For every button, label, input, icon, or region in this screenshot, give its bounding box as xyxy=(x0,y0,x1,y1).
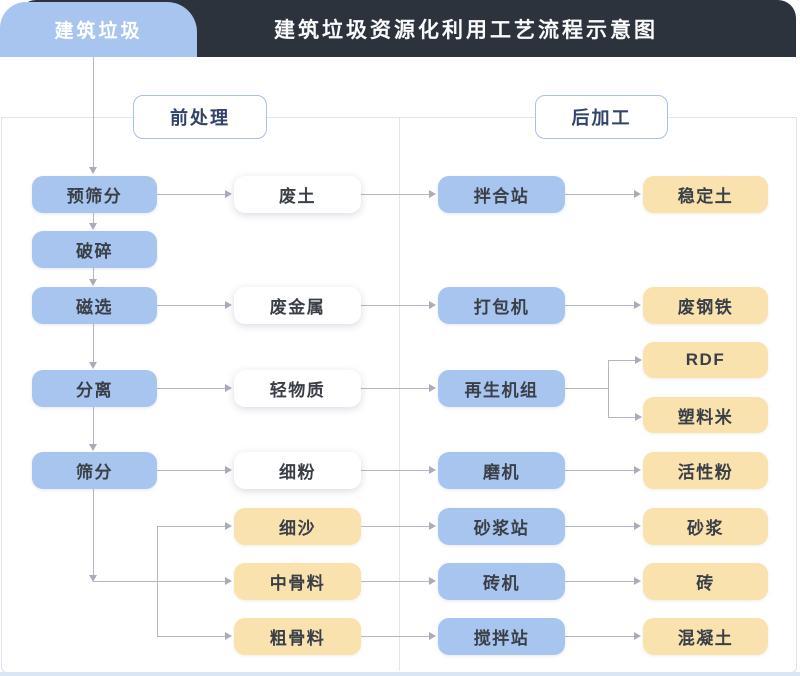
arrowhead-right-icon xyxy=(429,383,436,392)
flow-connector xyxy=(156,526,158,636)
flow-connector xyxy=(92,489,94,575)
flow-connector xyxy=(157,304,225,306)
arrowhead-right-icon xyxy=(429,631,436,640)
node-crushing: 破碎 xyxy=(32,231,157,268)
node-medium-aggregate: 中骨料 xyxy=(234,563,361,600)
arrowhead-right-icon xyxy=(429,189,436,198)
flow-connector xyxy=(565,525,634,527)
section-header-pretreatment: 前处理 xyxy=(133,95,267,139)
flow-connector xyxy=(157,387,225,389)
arrowhead-down-icon xyxy=(88,575,97,582)
flow-connector xyxy=(93,580,225,582)
arrowhead-right-icon xyxy=(634,521,641,530)
flow-connector xyxy=(565,580,634,582)
node-batching-plant: 搅拌站 xyxy=(438,618,565,655)
arrowhead-right-icon xyxy=(225,383,232,392)
node-mortar: 砂浆 xyxy=(643,508,768,545)
flow-connector xyxy=(157,193,225,195)
arrowhead-right-icon xyxy=(635,355,642,364)
arrowhead-right-icon xyxy=(634,189,641,198)
arrowhead-right-icon xyxy=(225,521,232,530)
node-rdf: RDF xyxy=(643,342,768,378)
flow-connector xyxy=(565,469,634,471)
node-waste-soil: 废土 xyxy=(234,176,361,213)
arrowhead-right-icon xyxy=(634,300,641,309)
node-brick-machine: 砖机 xyxy=(438,563,565,600)
arrowhead-right-icon xyxy=(225,576,232,585)
flow-connector xyxy=(565,635,634,637)
section-header-postprocessing: 后加工 xyxy=(535,95,668,139)
source-tab-construction-waste: 建筑垃圾 xyxy=(0,2,197,57)
arrowhead-right-icon xyxy=(225,631,232,640)
flow-connector xyxy=(92,213,94,223)
node-pre-screening: 预筛分 xyxy=(32,176,157,213)
node-baler: 打包机 xyxy=(438,287,565,324)
flow-connector xyxy=(157,469,225,471)
arrowhead-right-icon xyxy=(635,412,642,421)
flow-connector xyxy=(92,57,94,167)
arrowhead-right-icon xyxy=(634,465,641,474)
arrowhead-right-icon xyxy=(429,576,436,585)
arrowhead-down-icon xyxy=(88,444,97,451)
flow-connector xyxy=(157,635,225,637)
flow-connector xyxy=(361,525,429,527)
node-separation: 分离 xyxy=(32,370,157,407)
node-fine-powder: 细粉 xyxy=(234,452,361,489)
node-magnetic-separation: 磁选 xyxy=(32,287,157,324)
flow-connector xyxy=(361,304,429,306)
arrowhead-right-icon xyxy=(225,189,232,198)
node-screening: 筛分 xyxy=(32,452,157,489)
node-scrap-steel: 废钢铁 xyxy=(643,287,768,324)
arrowhead-right-icon xyxy=(634,576,641,585)
arrowhead-right-icon xyxy=(225,465,232,474)
flow-connector xyxy=(361,580,429,582)
flow-connector xyxy=(361,387,429,389)
panel-bottom-edge xyxy=(0,672,800,676)
arrowhead-right-icon xyxy=(634,631,641,640)
node-plastic-pellets: 塑料米 xyxy=(643,397,768,433)
arrowhead-right-icon xyxy=(429,300,436,309)
arrowhead-right-icon xyxy=(225,300,232,309)
arrowhead-down-icon xyxy=(88,223,97,230)
flow-connector xyxy=(608,359,635,361)
node-concrete: 混凝土 xyxy=(643,618,768,655)
arrowhead-right-icon xyxy=(429,521,436,530)
node-active-powder: 活性粉 xyxy=(643,452,768,489)
node-brick: 砖 xyxy=(643,563,768,600)
arrowhead-down-icon xyxy=(88,362,97,369)
node-mortar-plant: 砂浆站 xyxy=(438,508,565,545)
arrowhead-down-icon xyxy=(88,167,97,174)
arrowhead-right-icon xyxy=(429,465,436,474)
flow-connector xyxy=(361,469,429,471)
node-waste-metal: 废金属 xyxy=(234,287,361,324)
flow-connector xyxy=(361,193,429,195)
node-recycling-unit: 再生机组 xyxy=(438,370,565,407)
flow-connector xyxy=(607,360,609,417)
flow-connector xyxy=(157,525,225,527)
node-mill: 磨机 xyxy=(438,452,565,489)
node-fine-sand: 细沙 xyxy=(234,508,361,545)
node-stabilized-soil: 稳定土 xyxy=(643,176,768,213)
node-coarse-aggregate: 粗骨料 xyxy=(234,618,361,655)
flow-connector xyxy=(565,387,608,389)
flow-connector xyxy=(361,635,429,637)
arrowhead-down-icon xyxy=(88,279,97,286)
flow-connector xyxy=(92,324,94,362)
page-title: 建筑垃圾资源化利用工艺流程示意图 xyxy=(274,18,658,42)
flow-connector xyxy=(608,416,635,418)
node-light-material: 轻物质 xyxy=(234,370,361,407)
flow-connector xyxy=(565,304,634,306)
flow-connector xyxy=(92,268,94,279)
section-divider-line xyxy=(399,118,400,671)
node-mixing-plant: 拌合站 xyxy=(438,176,565,213)
flow-connector xyxy=(565,193,634,195)
flow-connector xyxy=(92,407,94,444)
